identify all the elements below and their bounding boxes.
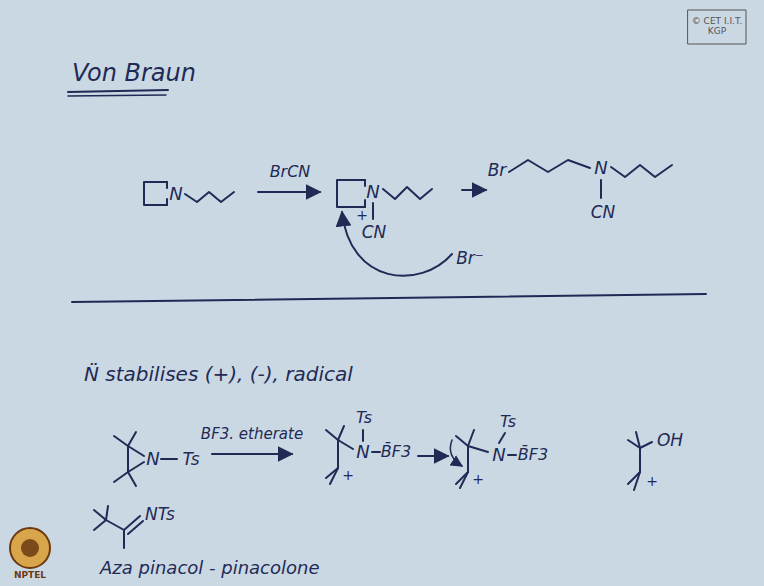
logo-text: NPTEL [14, 571, 46, 581]
product-structure [509, 160, 672, 198]
separator-line [72, 294, 706, 302]
chem-label: BrCN [270, 163, 311, 181]
chem-label: Aza pinacol - pinacolone [100, 558, 320, 578]
nptel-logo [10, 528, 50, 568]
ring-opened-structure [326, 426, 380, 484]
chem-label: CN [362, 223, 387, 242]
chem-label: Ts [356, 409, 372, 427]
chem-label: Br [488, 161, 507, 180]
chem-label: NTs [145, 505, 175, 524]
watermark-box [688, 10, 746, 44]
methyl-shift-structure [450, 430, 516, 488]
imine-structure [94, 506, 143, 548]
chem-label: B̄F3 [381, 443, 411, 461]
chem-label: Ts [500, 413, 516, 431]
chem-label: N [366, 182, 379, 202]
chem-label: Ts [182, 450, 199, 469]
chem-label: N [356, 442, 369, 462]
chem-label: N [594, 158, 607, 178]
chem-label: + [472, 472, 484, 487]
chem-label: N [169, 184, 182, 204]
chem-label: N [146, 449, 159, 469]
chem-label: + [342, 468, 354, 483]
reaction-arrow [258, 191, 320, 193]
chem-label: N [492, 445, 505, 465]
title-underline [68, 95, 166, 96]
title-underline [68, 90, 168, 92]
chem-label: BF3. etherate [201, 426, 303, 443]
reaction-arrow [212, 453, 292, 455]
chem-label: B̄F3 [518, 446, 548, 464]
reaction-arrow [462, 189, 486, 191]
chem-label: + [646, 474, 658, 489]
azetidinium-structure [337, 180, 452, 276]
aziridine-structure [114, 432, 177, 486]
reaction-arrow [418, 455, 448, 457]
chem-label: CN [591, 203, 616, 222]
chem-label: N̈ stabilises (+), (-), radical [84, 363, 353, 385]
watermark: © CET I.I.T. KGP [691, 17, 743, 37]
chem-label: Br⁻ [456, 249, 484, 268]
chem-label: + [356, 208, 368, 223]
title: Von Braun [72, 60, 196, 86]
azetidine-structure [144, 182, 234, 205]
chem-label: OH [657, 431, 683, 450]
